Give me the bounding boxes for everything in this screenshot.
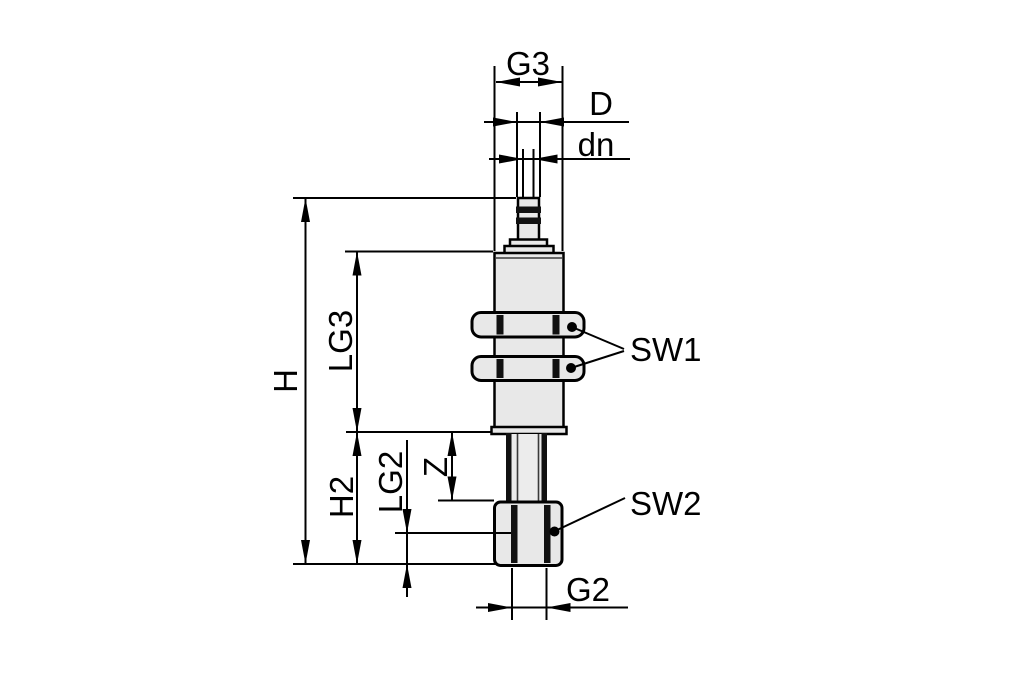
lock-nut-upper bbox=[470, 311, 586, 339]
callout-label-sw2: SW2 bbox=[630, 485, 702, 522]
h-arrow-top bbox=[301, 198, 310, 222]
callouts bbox=[549, 322, 626, 537]
d-arrow-left bbox=[493, 117, 517, 127]
sw1-leader-lower bbox=[570, 350, 625, 369]
nipple-barb-ridge-2 bbox=[516, 217, 541, 224]
lg2-arrow-down bbox=[402, 509, 412, 533]
dimension-h2 bbox=[352, 432, 362, 564]
lock-nut-upper-facet-left bbox=[496, 315, 504, 335]
h2-arrow-top bbox=[352, 432, 362, 456]
lg2-arrow-up bbox=[402, 564, 412, 588]
part-drawing bbox=[470, 196, 586, 567]
dimension-h bbox=[293, 197, 516, 565]
dim-label-g2: G2 bbox=[566, 571, 610, 608]
dimension-lg3 bbox=[345, 250, 504, 433]
dim-label-h: H bbox=[267, 369, 304, 393]
callout-label-sw1: SW1 bbox=[630, 331, 702, 368]
dim-label-g3: G3 bbox=[506, 45, 550, 82]
body-bottom-rim bbox=[490, 425, 568, 436]
sw1-leader-dot-lower bbox=[566, 363, 576, 373]
dimension-g2 bbox=[476, 568, 628, 620]
nipple-barb-ridge-1 bbox=[516, 206, 541, 213]
hex-fitting-facet-right bbox=[544, 505, 551, 563]
dim-label-z: Z bbox=[417, 457, 454, 477]
lock-nut-lower-facet-right bbox=[552, 359, 560, 378]
d-arrow-right bbox=[540, 117, 564, 127]
dimension-z bbox=[438, 432, 494, 502]
lg3-arrow-top bbox=[352, 251, 362, 276]
threaded-stud-edge-left bbox=[506, 433, 512, 503]
sw2-leader bbox=[554, 497, 626, 532]
dn-arrow-right bbox=[533, 154, 558, 164]
h-arrow-bottom bbox=[301, 540, 310, 564]
dimension-lg2 bbox=[402, 440, 412, 597]
dimension-labels: G3 D dn H LG3 H2 LG2 Z G2 SW1 SW2 bbox=[267, 45, 702, 608]
sw1-leader-dot-upper bbox=[567, 322, 577, 332]
h2-arrow-bottom bbox=[352, 540, 362, 564]
sw2-leader-dot bbox=[549, 526, 560, 537]
z-arrow-bottom bbox=[447, 476, 457, 501]
g3-arrow-left bbox=[496, 77, 520, 87]
lg3-arrow-bottom bbox=[352, 408, 362, 432]
lock-nut-upper-facet-right bbox=[552, 315, 560, 335]
sw1-leader-upper bbox=[571, 326, 625, 350]
dim-label-dn: dn bbox=[578, 126, 615, 163]
dim-label-d: D bbox=[589, 85, 613, 122]
hex-fitting-facet-left bbox=[511, 505, 518, 563]
dim-label-h2: H2 bbox=[323, 476, 360, 518]
z-arrow-top bbox=[447, 432, 457, 456]
g2-arrow-right bbox=[546, 603, 571, 612]
g2-arrow-left bbox=[488, 603, 512, 612]
dimensions bbox=[293, 66, 630, 620]
threaded-stud bbox=[506, 434, 547, 503]
dimension-d bbox=[484, 112, 629, 197]
dim-label-lg2: LG2 bbox=[372, 451, 409, 513]
dimension-dn bbox=[489, 149, 630, 197]
lock-nut-lower-facet-left bbox=[496, 359, 504, 378]
g3-arrow-right bbox=[538, 77, 562, 87]
dn-arrow-left bbox=[499, 154, 523, 164]
dim-label-lg3: LG3 bbox=[322, 310, 359, 372]
main-body bbox=[493, 251, 565, 433]
threaded-stud-edge-right bbox=[541, 433, 547, 503]
